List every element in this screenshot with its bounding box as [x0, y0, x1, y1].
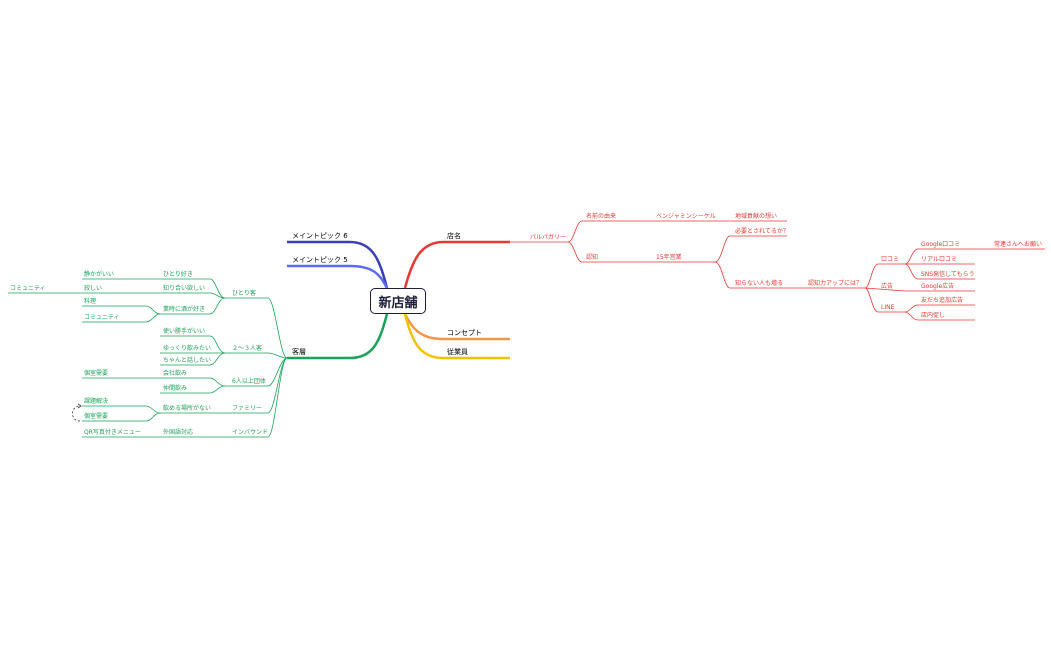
subtopic-awareness[interactable]: 認知 [586, 254, 599, 261]
subtopic-private-room[interactable]: 個室需要 [84, 370, 109, 377]
subtopic-unknown-people[interactable]: 知らない人も増る [735, 280, 784, 287]
root-topic[interactable]: 新店舗 [370, 288, 426, 314]
subtopic-benjamin[interactable]: ベンジャミンシーケル [656, 213, 716, 220]
connector-main-topic-5 [287, 264, 389, 289]
subtopic-two-three[interactable]: ２～３人客 [232, 345, 263, 352]
topic-store-name[interactable]: 店名 [447, 232, 461, 240]
subtopic-quiet[interactable]: 静かがいい [84, 271, 115, 278]
subtopic-real-reviews[interactable]: リアル口コミ [921, 256, 957, 263]
connector-main-topic-6 [287, 240, 389, 289]
subtopic-friend-drinks[interactable]: 仲間飲み [163, 385, 188, 392]
topic-staff[interactable]: 従業員 [447, 348, 468, 356]
subtopic-name-origin[interactable]: 名前の由来 [586, 213, 617, 220]
subtopic-relax-drink[interactable]: ゆっくり飲みたい [163, 345, 212, 352]
subtopic-drinkable-place[interactable]: 飲める場所がない [163, 405, 212, 412]
topic-main-5[interactable]: メイントピック 5 [292, 256, 348, 264]
subtopic-word-of-mouth[interactable]: 口コミ [881, 256, 900, 263]
subtopic-cooking[interactable]: 料理 [84, 298, 97, 305]
subtopic-sns-share[interactable]: SNS発信してもらう [921, 271, 975, 278]
subtopic-likes-counter[interactable]: 業時に酒が好き [163, 306, 206, 313]
connector-staff [403, 313, 510, 360]
subtopic-family[interactable]: ファミリー [232, 405, 263, 412]
subtopic-company-drinks[interactable]: 会社飲み [163, 370, 188, 377]
subtopic-qr-menu[interactable]: QR写真付きメニュー [84, 429, 141, 436]
subtopic-solve-issue[interactable]: 課題解決 [84, 398, 109, 405]
subtopic-likes-solo[interactable]: ひとり好き [163, 271, 193, 278]
subtopic-lonely[interactable]: 寂しい [84, 285, 103, 292]
subtopic-private-demand[interactable]: 個室需要 [84, 413, 109, 420]
subtopic-line[interactable]: LINE [881, 304, 895, 311]
subtopic-ads[interactable]: 広告 [881, 283, 894, 290]
subtopic-is-needed[interactable]: 必要とされてるか？ [735, 228, 789, 235]
subtopic-likes-acquaintance[interactable]: 知り合い欲しい [163, 285, 206, 292]
subtopic-palpagary[interactable]: パルパガリー [530, 234, 567, 241]
subtopic-fifteen-years[interactable]: 15年営業 [656, 254, 682, 261]
subtopic-community[interactable]: コミュニティ [84, 314, 120, 321]
connector-customers [287, 313, 389, 360]
subtopic-google-reviews[interactable]: Google口コミ [921, 241, 961, 248]
subtopic-awareness-up[interactable]: 認知力アップには？ [808, 280, 863, 287]
topic-customers[interactable]: 客層 [292, 348, 306, 356]
subtopic-solo[interactable]: ひとり客 [232, 290, 256, 297]
topic-main-6[interactable]: メイントピック 6 [292, 232, 348, 240]
subtopic-foreign-support[interactable]: 外国語対応 [163, 429, 194, 436]
subtopic-regulars[interactable]: 常連さんへお願い [994, 241, 1043, 248]
subtopic-group-six[interactable]: 6人以上団体 [232, 378, 266, 385]
subtopic-inbound[interactable]: インバウンド [232, 429, 269, 436]
relation-arrow [72, 405, 81, 422]
connector-store-name [403, 240, 510, 289]
subtopic-talk-properly[interactable]: ちゃんと話したい [163, 357, 212, 364]
subtopic-add-friends[interactable]: 友だち追加広告 [921, 297, 964, 304]
subtopic-community-far[interactable]: コミュニティ [10, 285, 46, 292]
relation-arrowhead [77, 403, 82, 409]
subtopic-local-feeling[interactable]: 地域貢献の想い [735, 213, 778, 220]
subtopic-easy-use[interactable]: 使い勝手がいい [163, 328, 206, 335]
subtopic-in-store[interactable]: 店内促し [921, 312, 946, 319]
subtopic-google-ads[interactable]: Google広告 [921, 283, 955, 290]
topic-concept[interactable]: コンセプト [447, 329, 482, 337]
